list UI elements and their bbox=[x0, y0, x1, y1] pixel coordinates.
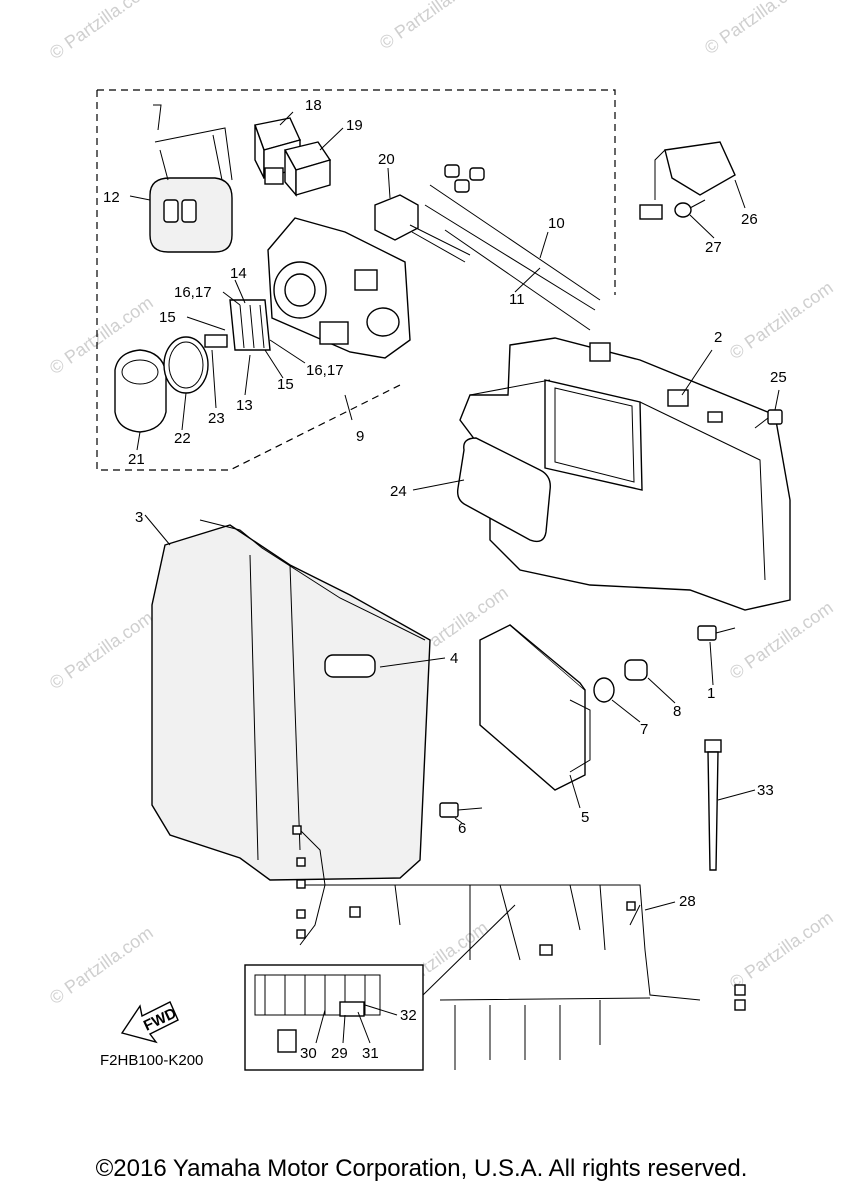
callout-13: 13 bbox=[236, 397, 253, 414]
part-2-electrical-box bbox=[459, 337, 791, 611]
part-12-cover bbox=[149, 104, 233, 253]
parts-13-17-fuses bbox=[204, 299, 271, 351]
callout-12: 12 bbox=[103, 189, 120, 206]
part-9-throttle-body bbox=[267, 217, 411, 359]
leader-lines bbox=[129, 111, 780, 1044]
part-24-gasket bbox=[456, 437, 551, 543]
parts-10-11-cables bbox=[424, 164, 601, 331]
callout-24: 24 bbox=[390, 483, 407, 500]
callout-15a: 15 bbox=[159, 309, 176, 326]
callout-27: 27 bbox=[705, 239, 722, 256]
callout-29: 29 bbox=[331, 1045, 348, 1062]
part-26-sensor bbox=[639, 141, 736, 220]
callout-18: 18 bbox=[305, 97, 322, 114]
callout-20: 20 bbox=[378, 151, 395, 168]
inset-detail-box bbox=[244, 904, 516, 1071]
callout-1: 1 bbox=[707, 685, 715, 702]
callout-5: 5 bbox=[581, 809, 589, 826]
part-19-relay bbox=[264, 141, 332, 197]
callout-32: 32 bbox=[400, 1007, 417, 1024]
part-7-grommet bbox=[593, 677, 615, 703]
callout-23: 23 bbox=[208, 410, 225, 427]
callout-8: 8 bbox=[673, 703, 681, 720]
callout-2: 2 bbox=[714, 329, 722, 346]
callout-16a: 16,17 bbox=[174, 284, 212, 301]
fwd-arrow: FWD bbox=[120, 1001, 179, 1044]
part-6-bolt bbox=[439, 802, 483, 818]
callout-16b: 16,17 bbox=[306, 362, 344, 379]
callout-7: 7 bbox=[640, 721, 648, 738]
callout-15b: 15 bbox=[277, 376, 294, 393]
watermark: © Partzilla.com bbox=[726, 277, 837, 363]
callout-3: 3 bbox=[135, 509, 143, 526]
watermark: © Partzilla.com bbox=[726, 907, 837, 993]
callout-25: 25 bbox=[770, 369, 787, 386]
part-27-bolt bbox=[674, 199, 706, 218]
part-25-bolt bbox=[754, 409, 783, 429]
parts-diagram: © Partzilla.com © Partzilla.com © Partzi… bbox=[46, 0, 837, 1071]
watermark: © Partzilla.com bbox=[46, 0, 157, 63]
callout-28: 28 bbox=[679, 893, 696, 910]
callout-14: 14 bbox=[230, 265, 247, 282]
callout-21: 21 bbox=[128, 451, 145, 468]
callout-9: 9 bbox=[356, 428, 364, 445]
callout-26: 26 bbox=[741, 211, 758, 228]
watermark: © Partzilla.com bbox=[46, 922, 157, 1008]
callout-4: 4 bbox=[450, 650, 458, 667]
subassembly-9-boundary bbox=[96, 89, 616, 471]
copyright-notice: ©2016 Yamaha Motor Corporation, U.S.A. A… bbox=[95, 1155, 748, 1182]
callout-11: 11 bbox=[509, 291, 525, 308]
callout-19: 19 bbox=[346, 117, 363, 134]
part-3-cover bbox=[151, 519, 431, 881]
diagram-code: F2HB100-K200 bbox=[100, 1052, 203, 1069]
watermark: © Partzilla.com bbox=[376, 0, 487, 53]
part-20-sensor bbox=[374, 194, 471, 263]
callout-33: 33 bbox=[757, 782, 774, 799]
callout-30: 30 bbox=[300, 1045, 317, 1062]
part-28-wire-harness bbox=[292, 825, 746, 1070]
watermark: © Partzilla.com bbox=[726, 597, 837, 683]
part-8-collar bbox=[624, 659, 648, 681]
callouts: 1 2 3 4 5 6 7 8 9 10 11 12 13 14 15 15 1… bbox=[103, 97, 787, 1062]
part-5-ecu bbox=[479, 624, 591, 791]
callout-10: 10 bbox=[548, 215, 565, 232]
part-22-o-ring bbox=[163, 336, 209, 394]
callout-22: 22 bbox=[174, 430, 191, 447]
part-21-cap bbox=[114, 349, 167, 433]
part-33-cable-tie bbox=[704, 739, 722, 871]
callout-6: 6 bbox=[458, 820, 466, 837]
watermark: © Partzilla.com bbox=[701, 0, 812, 58]
callout-31: 31 bbox=[362, 1045, 379, 1062]
part-1-bolt bbox=[697, 625, 736, 641]
watermark: © Partzilla.com bbox=[46, 607, 157, 693]
